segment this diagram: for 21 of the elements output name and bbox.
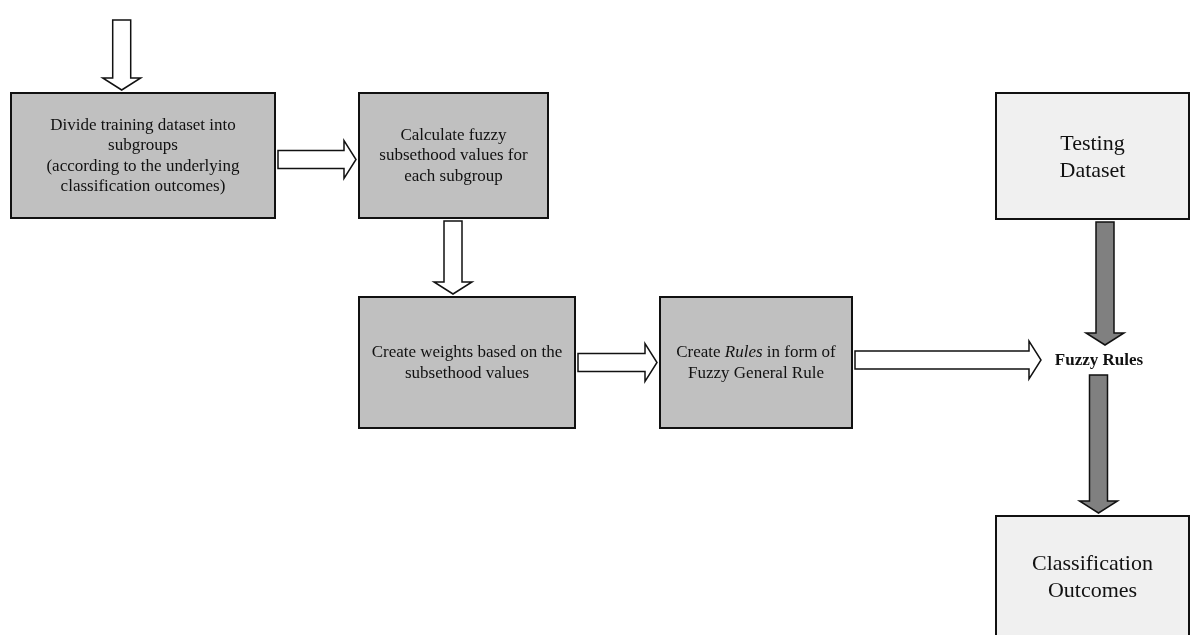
process-box	[659, 296, 853, 429]
block-arrow	[577, 340, 658, 385]
block-arrow	[1083, 221, 1127, 346]
result-label: Fuzzy Rules	[1043, 347, 1155, 373]
block-arrow	[277, 137, 357, 182]
process-box	[358, 92, 549, 219]
box-text: Divide training dataset into subgroups	[49, 114, 237, 156]
block-arrow	[431, 220, 475, 295]
block-arrow	[1076, 374, 1121, 514]
block-arrow	[854, 338, 1042, 382]
process-box	[10, 92, 276, 219]
box-text: Create weights based on the subsethood values	[370, 342, 564, 383]
box-text: Create Rules in form of Fuzzy General Rule	[675, 342, 837, 383]
box-text: Calculate fuzzy subsethood values for each subgroup	[378, 124, 529, 187]
box-text: (according to the underlying classification outcomes)	[45, 155, 241, 197]
process-box	[358, 296, 576, 429]
data-box	[995, 515, 1190, 635]
box-text: Classification Outcomes	[1031, 548, 1154, 604]
box-text: Testing Dataset	[1058, 128, 1127, 184]
block-arrow	[100, 19, 144, 91]
data-box	[995, 92, 1190, 220]
